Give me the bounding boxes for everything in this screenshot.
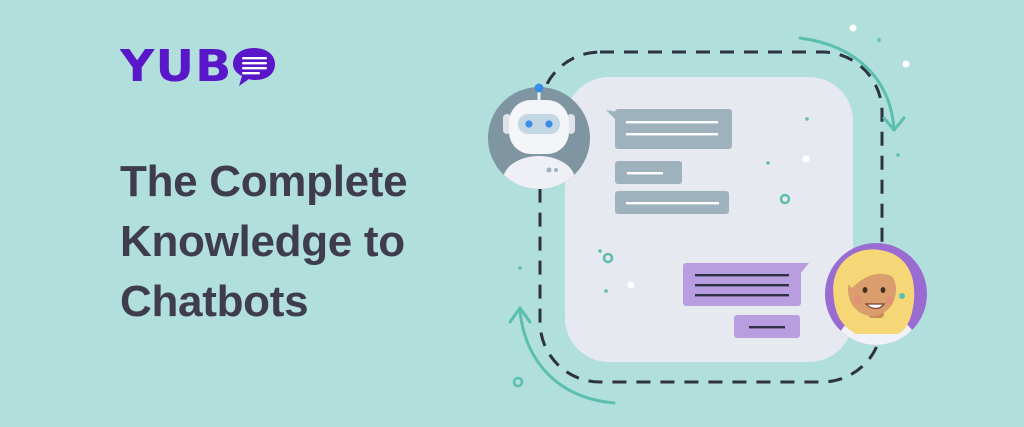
user-message-2 — [734, 315, 800, 338]
user-message-1 — [683, 263, 809, 306]
bot-message-2 — [615, 161, 682, 184]
chat-bubble-lines-icon — [233, 48, 276, 86]
decorative-rings — [512, 193, 791, 388]
headline-line-1: The Complete — [120, 157, 408, 206]
woman-avatar-icon — [825, 243, 927, 345]
page-headline: The Complete Knowledge to Chatbots — [120, 152, 408, 332]
bot-message-3 — [615, 191, 729, 214]
brand-logo: YUB — [120, 44, 278, 90]
dashed-loop — [538, 50, 884, 384]
bot-message-1 — [606, 109, 732, 149]
robot-avatar-icon — [488, 83, 590, 189]
headline-line-3: Chatbots — [120, 277, 309, 326]
circular-arrows-icon — [508, 36, 906, 405]
decorative-dots — [518, 38, 900, 293]
brand-wordmark: YUB — [120, 41, 233, 92]
decorative-stars — [627, 24, 910, 289]
headline-line-2: Knowledge to — [120, 217, 405, 266]
